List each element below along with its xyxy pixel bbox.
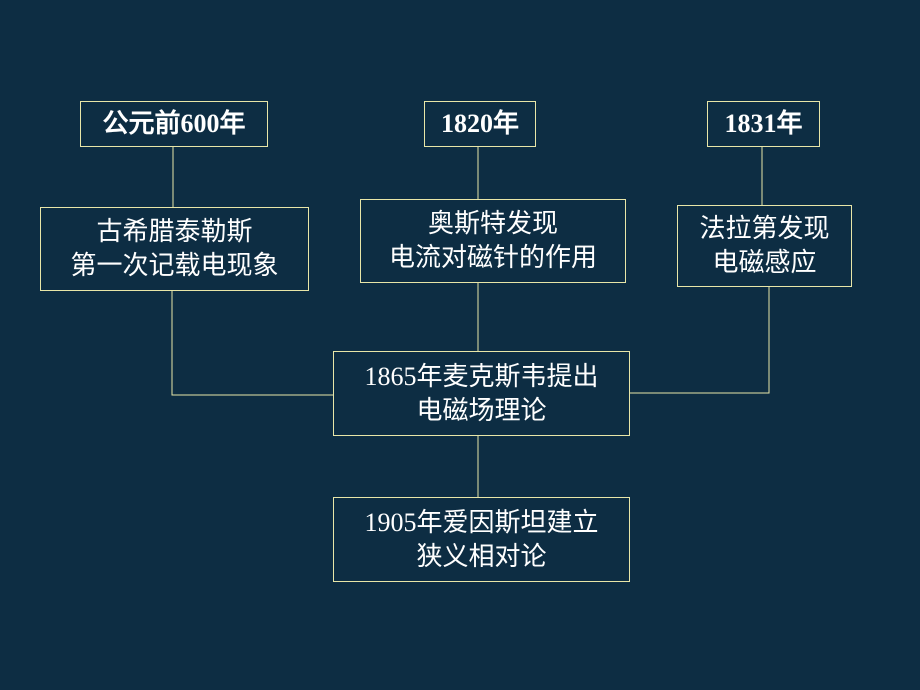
event-maxwell-line1: 1865年麦克斯韦提出 bbox=[364, 361, 599, 391]
event-oersted-line2: 电流对磁针的作用 bbox=[388, 243, 597, 273]
event-oersted-line1: 奥斯特发现 bbox=[427, 209, 558, 239]
event-einstein-line1: 1905年爱因斯坦建立 bbox=[364, 507, 599, 537]
event-box-greek: 古希腊泰勒斯 第一次记载电现象 bbox=[40, 207, 309, 291]
event-box-faraday: 法拉第发现 电磁感应 bbox=[677, 205, 852, 287]
connector-greek-to-maxwell bbox=[171, 291, 333, 396]
year-label-1820: 1820年 bbox=[424, 101, 536, 147]
event-faraday-line2: 电磁感应 bbox=[712, 248, 817, 278]
event-box-maxwell: 1865年麦克斯韦提出 电磁场理论 bbox=[333, 351, 630, 436]
event-maxwell-line2: 电磁场理论 bbox=[416, 395, 547, 426]
event-einstein-line2: 狭义相对论 bbox=[416, 541, 547, 572]
year-label-1831: 1831年 bbox=[707, 101, 820, 147]
year-label-1831-text: 1831年 bbox=[724, 109, 803, 138]
connector-faraday-to-maxwell bbox=[630, 287, 770, 394]
year-label-600bc: 公元前600年 bbox=[80, 101, 268, 147]
event-box-einstein: 1905年爱因斯坦建立 狭义相对论 bbox=[333, 497, 630, 582]
year-label-600bc-text: 公元前600年 bbox=[102, 109, 246, 138]
event-greek-line2: 第一次记载电现象 bbox=[70, 251, 279, 281]
event-greek-line1: 古希腊泰勒斯 bbox=[96, 217, 253, 247]
event-faraday-line1: 法拉第发现 bbox=[699, 214, 830, 244]
event-box-oersted: 奥斯特发现 电流对磁针的作用 bbox=[360, 199, 626, 283]
year-label-1820-text: 1820年 bbox=[440, 109, 519, 138]
